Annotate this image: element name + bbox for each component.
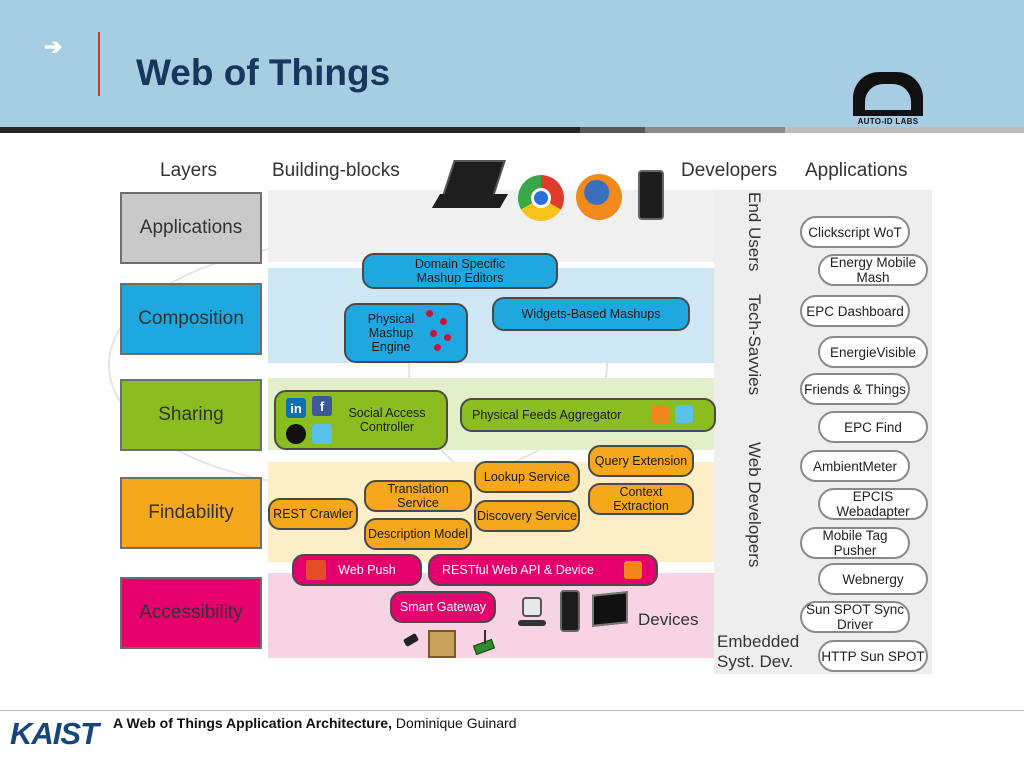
slide-title: Web of Things [136,52,391,93]
app-webnergy: Webnergy [818,563,928,595]
app-sun-spot-sync-driver: Sun SPOT Sync Driver [800,601,910,633]
social-access-controller-label: Social Access Controller [348,406,426,434]
layer-composition: Composition [120,283,262,355]
firefox-icon [576,174,622,220]
embedded-systems-developers-label: Embedded Syst. Dev. [717,632,800,671]
smart-gateway-block: Smart Gateway [390,591,496,623]
developers-header: Developers [681,160,778,181]
devices-label: Devices [638,610,699,629]
query-extension-block: Query Extension [588,445,694,477]
auto-id-labs-logo: AUTO-ID LABS [853,72,923,128]
architecture-diagram: Layers Building-blocks Developers Applic… [108,150,934,680]
physical-mashup-engine-label: Physical Mashup Engine [367,312,415,354]
rss-feed-icon [651,405,669,423]
layers-header: Layers [160,160,218,181]
end-users-label: End Users [745,192,764,272]
app-energievisible: EnergieVisible [818,336,928,368]
app-ambientmeter: AmbientMeter [800,450,910,482]
restful-web-api-block: RESTful Web API & Device [428,554,658,586]
description-model-block: Description Model [364,518,472,550]
openid-icon [286,424,306,444]
twitter-icon [312,424,332,444]
building-blocks-header: Building-blocks [272,160,400,181]
footer-rule [0,710,1024,711]
app-epc-find: EPC Find [818,411,928,443]
layer-findability: Findability [120,477,262,549]
footer-citation: A Web of Things Application Architecture… [113,715,517,731]
widgets-based-mashups-block: Widgets-Based Mashups [492,297,690,331]
layer-sharing: Sharing [120,379,262,451]
kaist-logo: KAIST [10,716,99,751]
header-rule-segment [785,127,1024,133]
physical-feeds-aggregator-block: Physical Feeds Aggregator [460,398,716,432]
nav-arrow-icon[interactable]: ➔ [44,34,63,59]
web-developers-label: Web Developers [745,442,764,568]
lookup-service-block: Lookup Service [474,461,580,493]
physical-feeds-aggregator-label: Physical Feeds Aggregator [472,408,622,422]
layer-accessibility: Accessibility [120,577,262,649]
header-rule-segment [645,127,785,133]
context-extraction-block: Context Extraction [588,483,694,515]
citation-author: Dominique Guinard [391,715,517,731]
app-energy-mobile-mash: Energy Mobile Mash [818,254,928,286]
domain-mashup-editors-block: Domain Specific Mashup Editors [362,253,558,289]
app-clickscript-wot: Clickscript WoT [800,216,910,248]
translation-service-block: Translation Service [364,480,472,512]
app-friends-and-things: Friends & Things [800,373,910,405]
slide-header: ➔ Web of Things AUTO-ID LABS [0,0,1024,127]
header-rule-segment [580,127,645,133]
app-epcis-webadapter: EPCIS Webadapter [818,488,928,520]
facebook-icon: f [312,396,332,416]
html5-icon [306,560,326,580]
smartphone-icon [638,170,664,220]
mobile-phone-icon [560,590,580,632]
tech-savvies-label: Tech-Savvies [745,294,764,396]
auto-id-labs-logo-icon [853,72,923,116]
layer-applications: Applications [120,192,262,264]
restful-web-api-label: RESTful Web API & Device [442,563,594,577]
twitter-icon [675,405,693,423]
linkedin-icon: in [286,398,306,418]
header-divider [98,32,100,96]
rss-feed-icon [624,561,642,579]
rest-crawler-block: REST Crawler [268,498,358,530]
header-rule [0,127,580,133]
app-mobile-tag-pusher: Mobile Tag Pusher [800,527,910,559]
discovery-service-block: Discovery Service [474,500,580,532]
applications-header: Applications [805,160,908,181]
physical-mashup-engine-block: Physical Mashup Engine [344,303,468,363]
citation-title: A Web of Things Application Architecture… [113,715,392,731]
chrome-icon [518,175,564,221]
logo-text: AUTO-ID LABS [857,117,919,126]
app-http-sun-spot: HTTP Sun SPOT [818,640,928,672]
app-epc-dashboard: EPC Dashboard [800,295,910,327]
